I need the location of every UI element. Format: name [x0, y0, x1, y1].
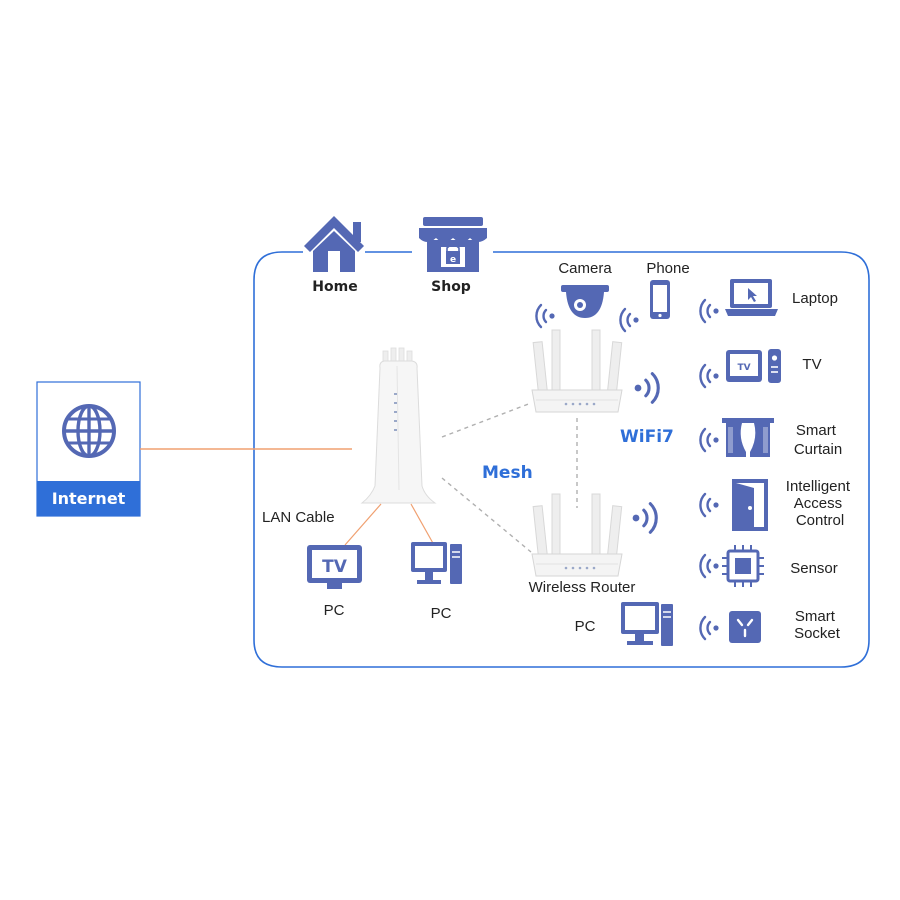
main-router[interactable] [360, 347, 437, 504]
door-icon [732, 479, 768, 531]
laptop-icon [725, 279, 778, 316]
tv-icon [307, 545, 362, 589]
sensor-chip-icon [722, 545, 764, 587]
camera-label: Camera [558, 260, 612, 277]
laptop-wifi-icon [699, 298, 720, 324]
lan-device-label-2: PC [431, 605, 452, 622]
access-control-wifi-icon [699, 492, 720, 518]
mesh-label: Mesh [482, 463, 533, 483]
home-label: Home [312, 279, 357, 295]
wireless-router-label: Wireless Router [529, 579, 636, 596]
smart-device-label-tv: TV [802, 356, 821, 373]
shop-icon [419, 217, 487, 272]
phone-icon [650, 280, 670, 319]
wireless-router-top[interactable] [531, 329, 623, 413]
lan-device-label-1: PC [324, 602, 345, 619]
camera-wifi-icon [535, 303, 556, 329]
sensor-wifi-icon [699, 553, 720, 579]
router-bottom-wifi-icon [631, 502, 658, 534]
camera-icon [561, 285, 609, 318]
mesh-links [441, 402, 578, 553]
curtain-wifi-icon [699, 427, 720, 453]
router-pc-icon [621, 602, 673, 646]
phone-label: Phone [646, 260, 689, 277]
smart-device-label-curtain: Smart Curtain [794, 422, 842, 458]
router-pc-label: PC [575, 618, 596, 635]
phone-wifi-icon [619, 307, 640, 333]
socket-icon [729, 611, 761, 643]
smart-device-label-access-control: Intelligent Access Control [786, 478, 854, 529]
smart-device-label-laptop: Laptop [792, 290, 838, 307]
smart-device-label-socket: Smart Socket [794, 608, 841, 642]
globe-icon [62, 404, 116, 458]
tv-box-wifi-icon [699, 363, 720, 389]
desktop-pc-icon [411, 542, 462, 584]
tv-screen-text: TV [322, 557, 348, 577]
shop-label: Shop [431, 279, 471, 295]
tv-box-icon [726, 349, 781, 383]
smart-device-label-sensor: Sensor [790, 560, 838, 577]
wifi-label: WiFi7 [620, 427, 674, 447]
network-frame [253, 251, 870, 668]
router-top-wifi-icon [633, 372, 660, 404]
internet-label: Internet [52, 489, 126, 508]
curtain-icon [722, 418, 774, 457]
internet-label-bar [37, 481, 140, 516]
home-icon [304, 216, 364, 272]
lan-cable-label: LAN Cable [262, 509, 335, 526]
lan-cables [344, 503, 435, 546]
shop-sign-letter: e [450, 255, 456, 265]
tv-box-screen-text: TV [737, 363, 750, 373]
socket-wifi-icon [699, 615, 720, 641]
